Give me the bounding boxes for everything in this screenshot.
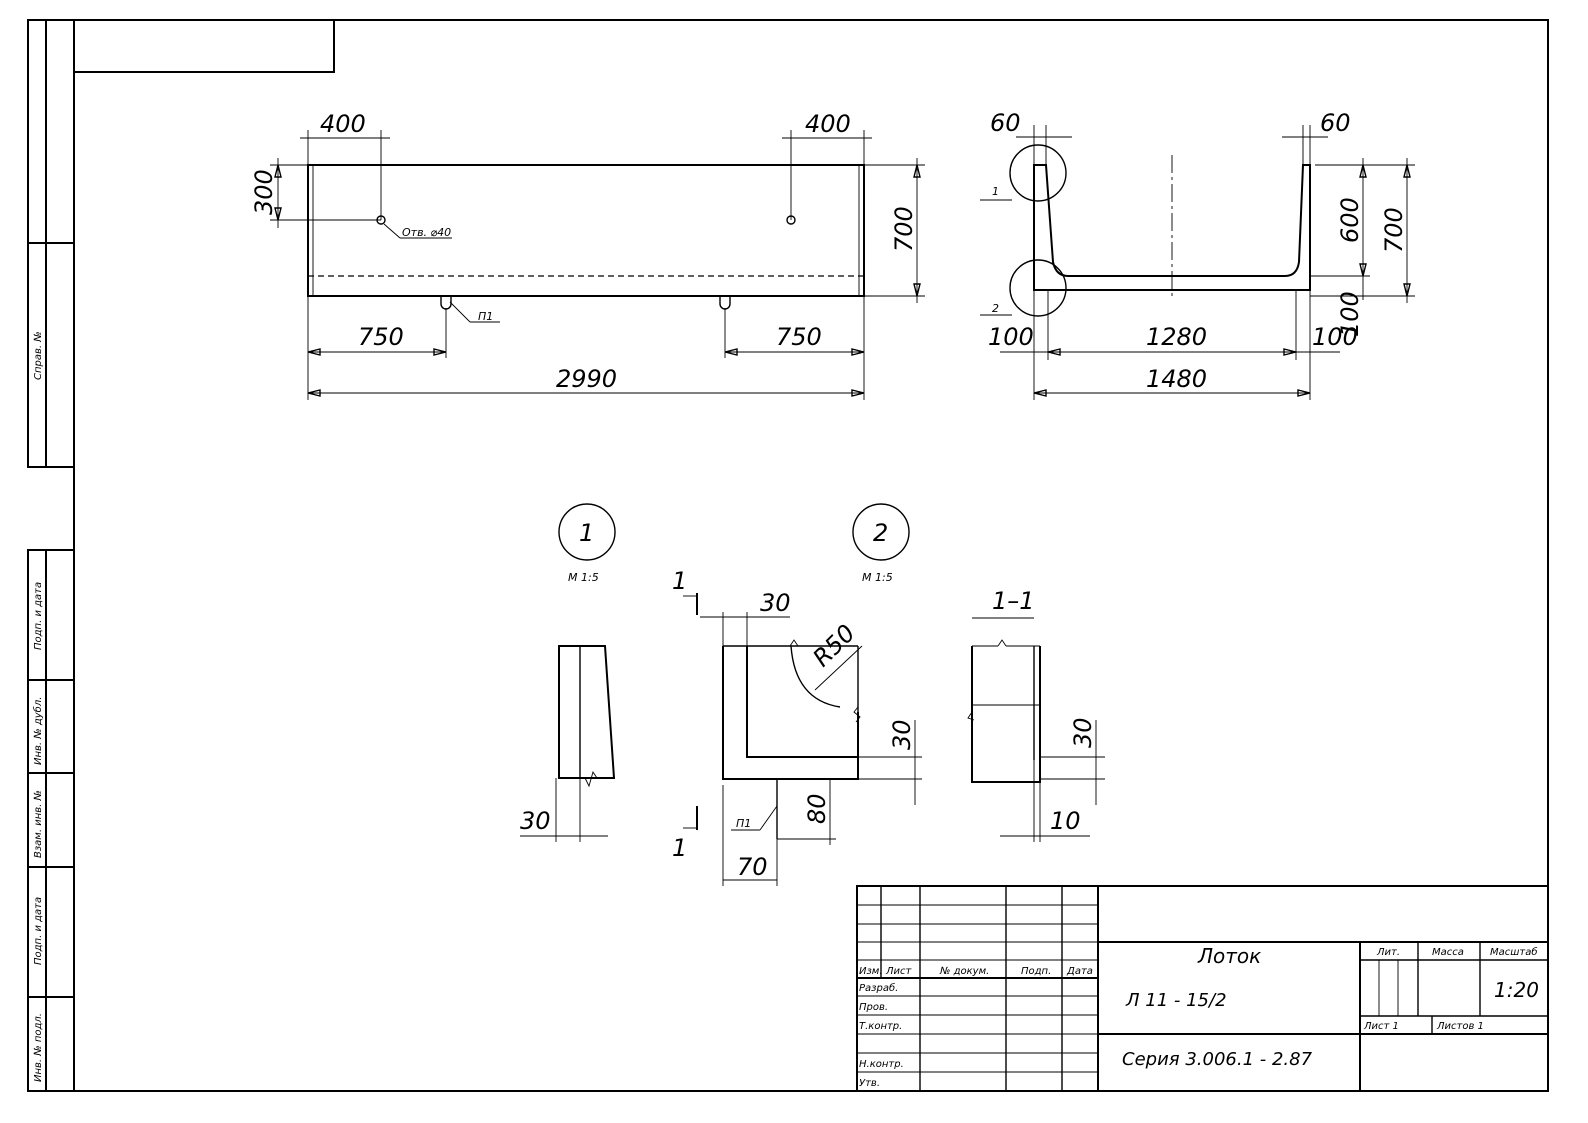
tb-name: Лоток [1197, 944, 1261, 968]
tb-series: Серия 3.006.1 - 2.87 [1122, 1049, 1313, 1070]
dim-2990: 2990 [556, 365, 617, 393]
detail-circle-1 [1009, 144, 1067, 202]
tb-sheet: Лист 1 [1363, 1021, 1399, 1032]
tray-section-profile [1033, 164, 1311, 291]
title-block: Изм. Лист № докум. Подп. Дата Разраб. Пр… [856, 885, 1549, 1092]
dim-100-left: 100 [988, 323, 1034, 351]
detail-2-bubble [852, 503, 910, 561]
dim-r50: R50 [807, 619, 860, 672]
side-label-podp-data-2: Подп. и дата [33, 897, 44, 965]
tb-massa: Масса [1432, 947, 1464, 958]
tray-outline-front [307, 164, 865, 297]
tb-lit: Лит. [1376, 947, 1400, 958]
dim-80: 80 [803, 793, 831, 824]
tb-t-kontr: Т.контр. [859, 1021, 902, 1032]
detail-circle-2 [1009, 259, 1067, 317]
side-label-sprav: Справ. № [33, 331, 44, 380]
tb-list: Лист [885, 966, 913, 977]
detail-2: 2 М 1:5 1 1 30 R50 30 П1 [672, 503, 922, 886]
side-label-inv-dubl: Инв. № дубл. [32, 697, 44, 765]
tb-podp: Подп. [1021, 966, 1051, 977]
cut-label-top: 1 [672, 567, 687, 595]
sheet-frame [73, 19, 1549, 1092]
dim-100-right: 100 [1312, 323, 1358, 351]
dim-30-top: 30 [760, 589, 791, 617]
detail-2-scale: М 1:5 [862, 571, 893, 584]
detail-1-bubble [558, 503, 616, 561]
tb-scale-value: 1:20 [1494, 978, 1539, 1002]
section-1-1: 1–1 30 10 [967, 587, 1105, 842]
side-label-inv-podl: Инв. № подл. [33, 1013, 44, 1082]
dim-700-front: 700 [890, 206, 918, 252]
tb-data: Дата [1066, 966, 1093, 977]
detail-1-number: 1 [579, 519, 594, 547]
detail-2-corner-profile [722, 646, 859, 780]
callout-2: 2 [992, 302, 999, 315]
dim-30-section: 30 [1069, 717, 1097, 748]
arrowheads [274, 164, 1411, 397]
tb-n-kontr: Н.контр. [859, 1059, 904, 1070]
section-1-1-profile [971, 646, 1041, 783]
side-label-vzam-inv: Взам. инв. № [33, 790, 44, 858]
dim-1480: 1480 [1146, 365, 1207, 393]
loop-right [719, 296, 731, 310]
tb-izm: Изм. [859, 966, 883, 977]
detail-1-scale: М 1:5 [568, 571, 599, 584]
top-left-stamp [73, 19, 335, 73]
dim-400-right: 400 [805, 110, 851, 138]
detail-1: 1 М 1:5 30 [520, 503, 616, 842]
dim-100-vertical: 100 [1336, 291, 1364, 337]
dim-60-right: 60 [1320, 109, 1351, 137]
dim-60-left: 60 [990, 109, 1021, 137]
detail-1-wall [558, 645, 616, 779]
left-side-strip-upper: Справ. № [27, 19, 75, 468]
dim-1280: 1280 [1146, 323, 1207, 351]
side-label-podp-data-1: Подп. и дата [33, 582, 44, 650]
section-title: 1–1 [992, 587, 1035, 615]
front-view: Отв. ⌀40 П1 400 400 300 700 750 7 [250, 110, 925, 400]
tb-razrab: Разраб. [859, 982, 898, 994]
dim-750-left: 750 [358, 323, 404, 351]
dim-10-section: 10 [1050, 807, 1081, 835]
detail-2-number: 2 [873, 519, 888, 547]
cut-label-bottom: 1 [672, 834, 687, 862]
tb-utv: Утв. [859, 1078, 880, 1089]
dim-70: 70 [737, 853, 768, 881]
tb-no-dokum: № докум. [939, 966, 989, 977]
tb-masshtab: Масштаб [1490, 946, 1538, 958]
loop-left [440, 296, 452, 310]
tb-prov: Пров. [859, 1002, 888, 1013]
dim-750-right: 750 [776, 323, 822, 351]
cross-section-view: 1 2 60 60 600 700 100 100 1280 100 1 [980, 109, 1415, 400]
dim-30-right: 30 [888, 719, 916, 750]
dim-700-section: 700 [1380, 207, 1408, 253]
loop-label-detail2: П1 [736, 817, 751, 830]
dim-600: 600 [1336, 197, 1364, 243]
hole-label: Отв. ⌀40 [402, 226, 451, 239]
tb-sheets: Листов 1 [1436, 1021, 1484, 1032]
dim-300: 300 [250, 169, 278, 215]
callout-1: 1 [992, 185, 999, 198]
dim-30-detail1: 30 [520, 807, 551, 835]
tb-designation: Л 11 - 15/2 [1125, 990, 1227, 1011]
dim-400-left: 400 [320, 110, 366, 138]
left-side-strip-lower: Подп. и дата Инв. № дубл. Взам. инв. № П… [27, 549, 75, 1092]
loop-label: П1 [478, 310, 493, 323]
